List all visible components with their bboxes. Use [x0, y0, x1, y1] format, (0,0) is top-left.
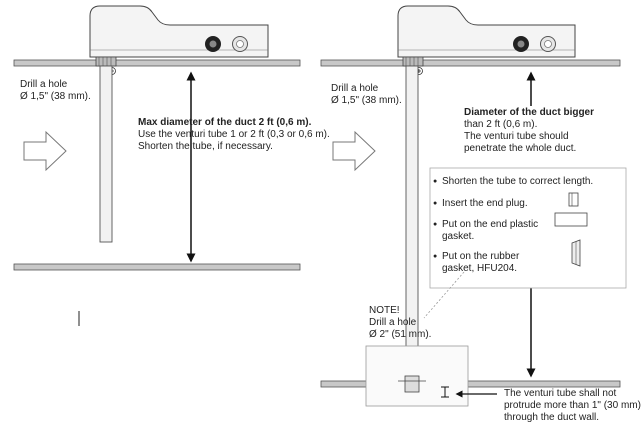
- right-cable-gland-grey-icon: [540, 36, 556, 52]
- protrusion-dimension-arrow: [441, 386, 449, 398]
- right-airflow-arrow-icon: [332, 130, 376, 172]
- right-duct-top-wall: [320, 59, 621, 67]
- right-cable-gland-black-icon: [513, 36, 529, 52]
- max-diameter-title: Max diameter of the duct 2 ft (0,6 m).: [138, 117, 312, 128]
- left-airflow-arrow-icon: [23, 130, 67, 172]
- left-fitting-nut: [95, 56, 117, 67]
- protrusion-warning-label: The venturi tube shall not protrude more…: [504, 388, 641, 423]
- right-duct-bottom-wall: [320, 380, 621, 388]
- right-drill-hole-label: Drill a hole Ø 1,5" (38 mm).: [331, 83, 402, 106]
- left-venturi-tube: [99, 65, 113, 243]
- left-cable-gland-grey-icon: [232, 36, 248, 52]
- step-rubber-gasket: Put on the rubber gasket, HFU204.: [433, 251, 629, 275]
- left-duct-top-wall: [13, 59, 301, 67]
- left-duct-bottom-wall: [13, 263, 301, 271]
- left-cable-gland-black-icon: [205, 36, 221, 52]
- step-shorten-tube: Shorten the tube to correct length.: [433, 176, 629, 188]
- detail-hole-sleeve: [398, 375, 426, 393]
- step-plastic-gasket: Put on the end plastic gasket.: [433, 219, 629, 243]
- left-drill-hole-label: Drill a hole Ø 1,5" (38 mm).: [20, 79, 91, 102]
- assembly-steps-list: Shorten the tube to correct length. Inse…: [433, 172, 629, 275]
- left-max-diameter-note: Max diameter of the duct 2 ft (0,6 m). U…: [138, 117, 330, 152]
- right-bigger-diameter-note: Diameter of the duct bigger than 2 ft (0…: [464, 107, 595, 154]
- note-drill-hole-label: NOTE! Drill a hole Ø 2" (51 mm).: [369, 305, 432, 340]
- step-insert-end-plug: Insert the end plug.: [433, 198, 629, 210]
- right-fitting-nut: [402, 56, 424, 67]
- bigger-diameter-title: Diameter of the duct bigger: [464, 107, 595, 118]
